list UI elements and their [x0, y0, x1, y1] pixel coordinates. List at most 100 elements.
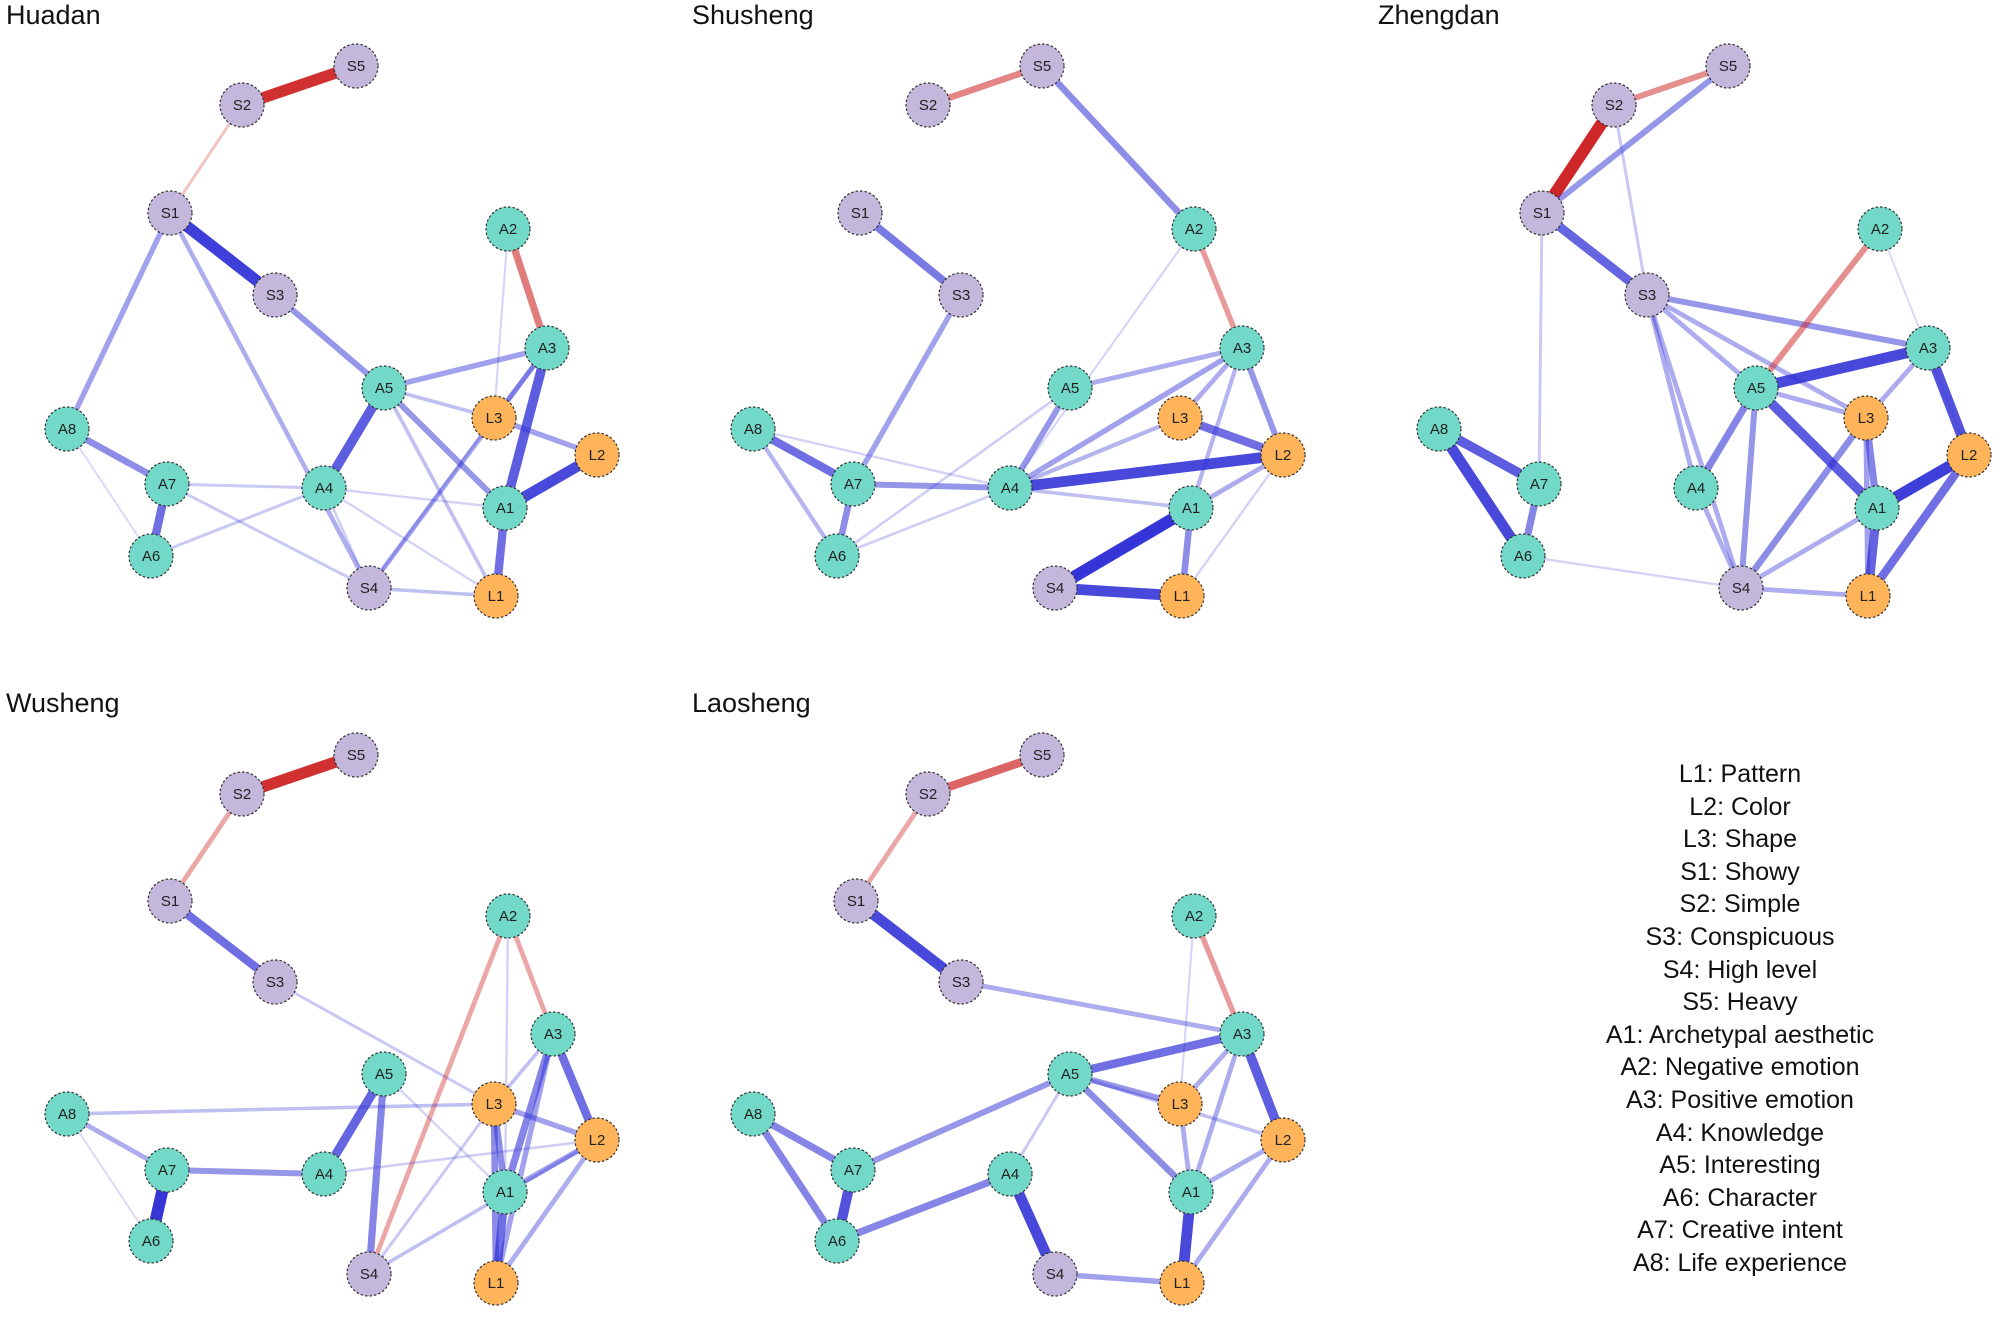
node-circle	[905, 771, 951, 817]
node-circle	[1260, 432, 1306, 478]
node-a1: A1	[1168, 485, 1214, 531]
node-s1: S1	[837, 190, 883, 236]
node-circle	[361, 1051, 407, 1097]
node-label: S3	[266, 974, 284, 991]
node-circle	[1416, 406, 1462, 452]
node-label: A2	[499, 221, 517, 238]
legend-item: A5: Interesting	[1659, 1151, 1821, 1180]
node-label: S3	[952, 287, 970, 304]
edge-a5-a7	[850, 1071, 1073, 1173]
edge-a5-a1	[1751, 383, 1882, 513]
node-circle	[147, 878, 193, 924]
node-circle	[301, 1151, 347, 1197]
node-a8: A8	[1416, 406, 1462, 452]
node-label: A1	[1868, 500, 1886, 517]
node-l3: L3	[1157, 395, 1203, 441]
legend-item: L3: Shape	[1683, 825, 1797, 854]
node-s4: S4	[346, 1251, 392, 1297]
legend-item: A3: Positive emotion	[1626, 1085, 1854, 1114]
node-circle	[361, 365, 407, 411]
node-label: L3	[486, 1096, 503, 1113]
node-a6: A6	[814, 1218, 860, 1264]
edge-s1-a7	[1537, 211, 1544, 486]
node-circle	[905, 82, 951, 128]
edge-a4-l1	[322, 486, 498, 598]
edge-s3-a3	[1644, 292, 1931, 351]
node-circle	[1159, 1260, 1205, 1306]
node-circle	[473, 1260, 519, 1306]
node-a6: A6	[1500, 533, 1546, 579]
node-a5: A5	[361, 365, 407, 411]
legend-item: S2: Simple	[1679, 890, 1801, 919]
node-s5: S5	[333, 43, 379, 89]
node-circle	[1219, 325, 1265, 371]
node-circle	[1500, 533, 1546, 579]
node-s2: S2	[219, 771, 265, 817]
legend-item: L2: Color	[1689, 792, 1791, 821]
node-label: S4	[1046, 1266, 1064, 1283]
node-a5: A5	[1733, 365, 1779, 411]
edge-a5-a3	[1065, 1029, 1247, 1079]
node-l2: L2	[1946, 432, 1992, 478]
node-l2: L2	[574, 432, 620, 478]
node-circle	[1159, 573, 1205, 619]
node-a3: A3	[530, 1011, 576, 1057]
edge-a4-a1	[322, 486, 507, 510]
node-circle	[346, 1251, 392, 1297]
node-label: S1	[161, 893, 179, 910]
node-circle	[1673, 465, 1719, 511]
node-a7: A7	[830, 461, 876, 507]
node-a5: A5	[1047, 365, 1093, 411]
node-label: S2	[919, 97, 937, 114]
node-circle	[1718, 565, 1764, 611]
node-l3: L3	[1157, 1081, 1203, 1127]
node-s3: S3	[252, 959, 298, 1005]
node-label: S2	[1605, 97, 1623, 114]
node-circle	[1157, 1081, 1203, 1127]
node-circle	[128, 1218, 174, 1264]
edge-s3-l3	[1644, 292, 1869, 421]
node-s3: S3	[1624, 272, 1670, 318]
edge-a4-l2	[1004, 449, 1289, 494]
edge-a5-l1	[382, 386, 498, 598]
panel-title: Shusheng	[692, 0, 814, 30]
node-l1: L1	[473, 573, 519, 619]
node-label: A8	[744, 421, 762, 438]
node-label: S3	[952, 974, 970, 991]
node-s1: S1	[833, 878, 879, 924]
node-a1: A1	[482, 485, 528, 531]
node-circle	[1946, 432, 1992, 478]
node-circle	[482, 485, 528, 531]
node-circle	[1854, 485, 1900, 531]
node-a3: A3	[524, 325, 570, 371]
node-label: A7	[844, 476, 862, 493]
edge-s4-l2	[367, 1138, 599, 1276]
node-circle	[128, 533, 174, 579]
edge-s3-l3	[273, 980, 496, 1106]
node-circle	[1032, 1251, 1078, 1297]
node-a2: A2	[1171, 893, 1217, 939]
edge-a7-a4	[165, 482, 326, 490]
node-a7: A7	[830, 1147, 876, 1193]
node-a6: A6	[128, 1218, 174, 1264]
edge-a7-a4	[164, 1167, 327, 1177]
node-circle	[471, 1081, 517, 1127]
node-circle	[144, 1147, 190, 1193]
node-a6: A6	[814, 533, 860, 579]
node-label: A5	[1061, 1066, 1079, 1083]
edge-a7-s4	[165, 482, 371, 590]
legend-item: A4: Knowledge	[1655, 1118, 1825, 1147]
node-a2: A2	[485, 206, 531, 252]
node-circle	[730, 406, 776, 452]
node-s2: S2	[219, 82, 265, 128]
node-circle	[1047, 365, 1093, 411]
node-label: A1	[1182, 500, 1200, 517]
node-label: A2	[499, 908, 517, 925]
node-circle	[482, 1169, 528, 1215]
